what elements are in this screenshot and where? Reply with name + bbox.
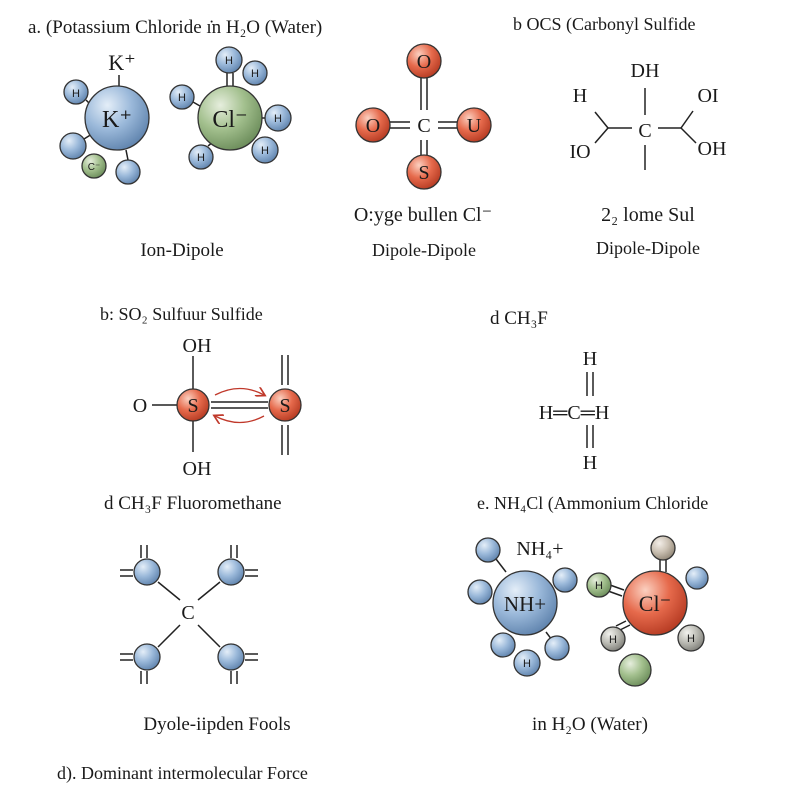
panel-a-kcl: a. (Potassium Chloride ı̇n H₂O (Water) K… [28, 17, 322, 261]
svg-text:H: H [178, 92, 186, 104]
svg-text:H: H [523, 658, 531, 670]
ocs-caption-2: Dipole-Dipole [372, 240, 476, 260]
c-label: C [181, 602, 194, 624]
atom [217, 643, 245, 671]
panel-ch3f: d CH₃F H H═C═H H [490, 308, 609, 474]
atom [133, 643, 161, 671]
svg-text:H: H [595, 580, 603, 592]
h-label: H [72, 88, 80, 100]
svg-text:H: H [251, 68, 259, 80]
svg-text:H: H [261, 145, 269, 157]
cl-ion-atom [622, 570, 688, 636]
cl-ion-atom [197, 85, 263, 151]
o-atom-top [406, 43, 442, 79]
h-bottom-label: H [583, 452, 597, 474]
panel-a-caption: Ion-Dipole [140, 240, 223, 261]
s-atom [176, 388, 210, 422]
oh-label: OH [698, 138, 727, 160]
panel-b-ocs: b OCS (Carbonyl Sulfide DH H OI C IO OH … [513, 14, 726, 258]
nh-ion-label: NH+ [504, 592, 546, 616]
atom [217, 558, 245, 586]
panel-a-title: a. (Potassium Chloride ı̇n H₂O (Water) [28, 17, 322, 38]
c-label: C⁻ [88, 162, 101, 173]
oh-bottom-label: OH [183, 458, 212, 480]
panel-b-caption-2: Dipole-Dipole [596, 238, 700, 258]
panel-so2: b: SO₂ Sulfuur Sulfide OH O S OH S [100, 304, 302, 480]
svg-text:H: H [609, 634, 617, 646]
oh-top-label: OH [183, 335, 212, 357]
nh-ion-atom [492, 570, 558, 636]
k-ion-atom [84, 85, 150, 151]
svg-text:H: H [687, 633, 695, 645]
h-c-h-row: H═C═H [539, 402, 610, 424]
ocs-caption-1: O:yge bullen Cl⁻ [354, 204, 492, 226]
panel-d-caption: Dyole-iipden Fools [143, 714, 290, 735]
arrow-icon [215, 416, 265, 423]
atom [59, 132, 87, 160]
h-atom [63, 79, 89, 105]
panel-ocs-structure: O O C U S O:yge bullen Cl⁻ Dipole-Dipole [354, 43, 492, 260]
panel-d-fluoromethane: d CH₃F Fluoromethane C Dyole-iipden Fool… [57, 493, 308, 784]
svg-text:S: S [187, 395, 198, 417]
oi-label: OI [697, 85, 718, 107]
footer-text: d). Dominant intermolecular Force [57, 763, 308, 784]
panel-b-title: b OCS (Carbonyl Sulfide [513, 14, 696, 35]
cl-ion-label: Cl⁻ [212, 107, 247, 133]
svg-text:O: O [366, 115, 380, 137]
panel-e-caption: in H₂O (Water) [532, 714, 648, 735]
atom [133, 558, 161, 586]
io-label: IO [569, 141, 590, 163]
o-atom-left [355, 107, 391, 143]
svg-text:H: H [197, 152, 205, 164]
svg-text:O: O [417, 51, 431, 73]
h-label: H [573, 85, 587, 107]
panel-b-caption-1: 2₂ lome Sul [601, 204, 695, 226]
c-atom: C [417, 115, 430, 137]
panel-so2-title: b: SO₂ Sulfuur Sulfide [100, 304, 263, 324]
dh-label: DH [631, 60, 660, 82]
atom [115, 159, 141, 185]
k-ion-label: K⁺ [102, 107, 132, 133]
h-top-label: H [583, 348, 597, 370]
s-atom-bottom [406, 154, 442, 190]
water-h-atoms: H H H H H H [169, 46, 292, 170]
panel-e-title: e. NH₄Cl (Ammonium Chloride [477, 493, 708, 514]
nh4-label: NH₄+ [516, 538, 563, 560]
svg-text:H: H [274, 113, 282, 125]
panel-e-nh4cl: e. NH₄Cl (Ammonium Chloride NH₄+ H H H H… [467, 493, 709, 735]
k-label: K⁺ [108, 50, 136, 75]
panel-ch3f-title: d CH₃F [490, 308, 548, 329]
panel-d-title: d CH₃F Fluoromethane [104, 493, 282, 514]
o-label: O [133, 395, 147, 417]
svg-text:U: U [467, 115, 482, 137]
c-atom [81, 153, 107, 179]
u-atom-right [456, 107, 492, 143]
arrow-icon [214, 389, 264, 396]
svg-text:S: S [279, 395, 290, 417]
svg-text:H: H [225, 55, 233, 67]
cl-ion-label: Cl⁻ [639, 591, 671, 616]
svg-text:S: S [418, 162, 429, 184]
s-atom-right [268, 388, 302, 422]
c-label: C [638, 120, 651, 142]
